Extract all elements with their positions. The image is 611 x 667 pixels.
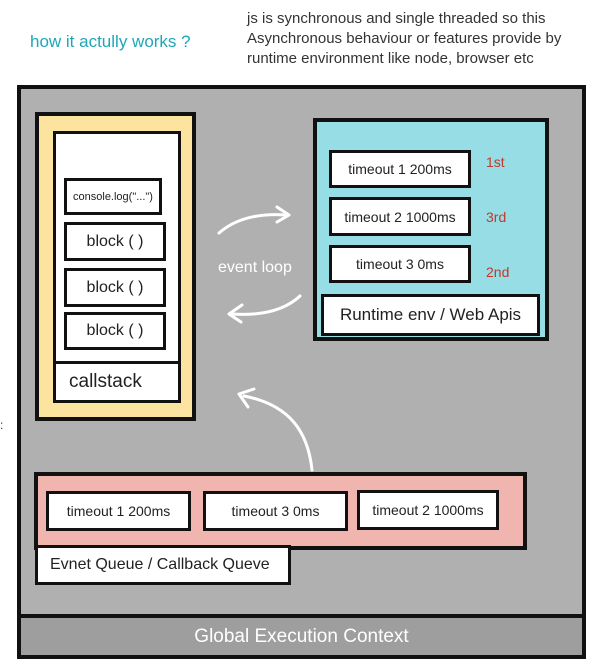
order-label: 3rd xyxy=(486,209,507,225)
arrow-from-runtime-head-icon xyxy=(227,303,244,324)
stray-mark: : xyxy=(0,418,4,432)
callstack-stack xyxy=(53,131,181,403)
queue-item: timeout 3 0ms xyxy=(203,491,348,531)
arrow-to-runtime-icon xyxy=(217,213,288,235)
queue-item: timeout 1 200ms xyxy=(46,491,191,531)
note-line: js is synchronous and single threaded so… xyxy=(247,10,546,27)
callstack-item-block: block ( ) xyxy=(64,222,166,261)
event-loop-label: event loop xyxy=(218,259,292,276)
note-line: Asynchronous behaviour or features provi… xyxy=(247,30,562,47)
callstack-item-block: block ( ) xyxy=(64,312,166,350)
note-line: runtime environment like node, browser e… xyxy=(247,50,534,67)
page-title: how it actully works ? xyxy=(30,32,191,51)
runtime-timer: timeout 2 1000ms xyxy=(329,197,471,236)
arrow-queue-to-callstack-head-icon xyxy=(237,387,256,409)
queue-item: timeout 2 1000ms xyxy=(357,490,499,530)
explanation-note: js is synchronous and single threaded so… xyxy=(247,9,607,69)
order-label: 2nd xyxy=(486,264,510,280)
arrow-to-runtime-head-icon xyxy=(275,205,291,224)
global-execution-context-label: Global Execution Context xyxy=(17,614,586,659)
runtime-label: Runtime env / Web Apis xyxy=(321,294,540,336)
callstack-item-console-log: console.log("...") xyxy=(64,178,162,215)
callstack-label: callstack xyxy=(53,361,181,403)
order-label: 1st xyxy=(486,154,505,170)
arrow-from-runtime-icon xyxy=(230,294,302,316)
arrow-queue-to-callstack-icon xyxy=(242,394,314,472)
runtime-timer: timeout 3 0ms xyxy=(329,245,471,283)
callback-queue-label: Evnet Queue / Callback Queve xyxy=(35,545,291,585)
runtime-timer: timeout 1 200ms xyxy=(329,150,471,188)
callstack-item-block: block ( ) xyxy=(64,268,166,307)
